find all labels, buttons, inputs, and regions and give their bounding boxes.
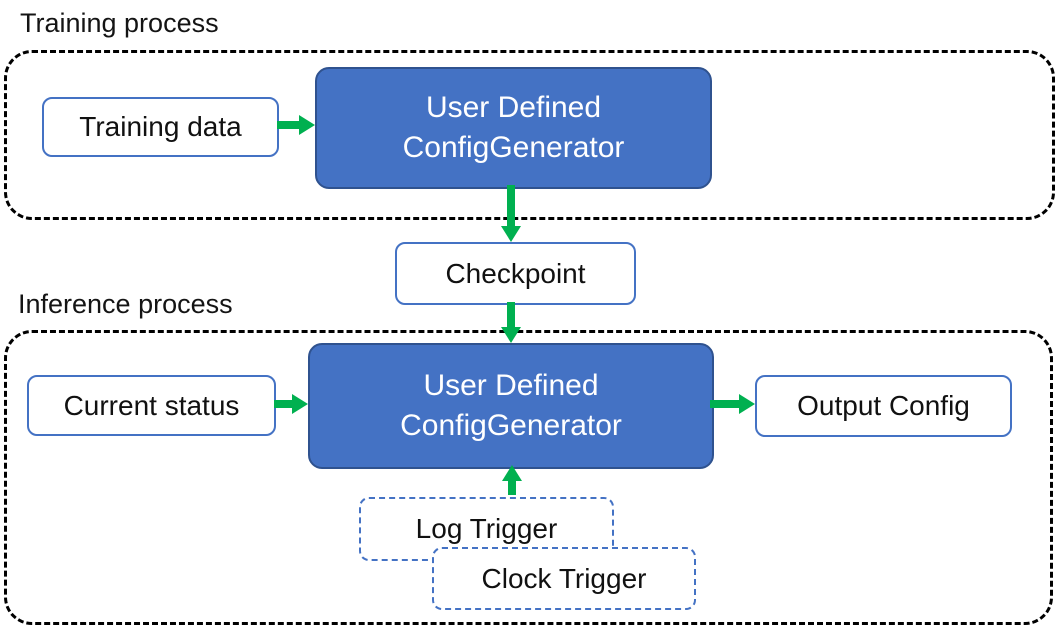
checkpoint-box: Checkpoint (395, 242, 636, 305)
arrow-current-status-to-generator-icon (274, 394, 308, 414)
log-trigger-label: Log Trigger (415, 513, 558, 544)
output-config-label: Output Config (797, 390, 970, 421)
checkpoint-label: Checkpoint (445, 257, 586, 289)
training-generator-line2: ConfigGenerator (402, 131, 625, 164)
output-config-box: Output Config (755, 375, 1012, 437)
arrow-checkpoint-to-inference-generator-icon (501, 302, 521, 343)
inference-generator-line1: User Defined (423, 369, 599, 402)
arrow-generator-to-output-config-icon (710, 394, 755, 414)
arrow-generator-to-checkpoint-icon (501, 185, 521, 242)
training-process-label: Training process (20, 8, 219, 38)
training-data-box: Training data (42, 97, 279, 157)
training-config-generator-box: User Defined ConfigGenerator (315, 67, 712, 189)
inference-process-container (4, 330, 1053, 625)
inference-config-generator-box: User Defined ConfigGenerator (308, 343, 714, 469)
clock-trigger-box: Clock Trigger (432, 547, 696, 610)
arrow-training-data-to-generator-icon (277, 115, 315, 135)
current-status-label: Current status (63, 389, 240, 421)
inference-generator-line2: ConfigGenerator (400, 409, 622, 442)
current-status-box: Current status (27, 375, 276, 436)
training-generator-line1: User Defined (425, 91, 602, 124)
inference-process-label: Inference process (18, 289, 233, 319)
clock-trigger-label: Clock Trigger (481, 562, 647, 594)
training-data-label: Training data (79, 111, 242, 142)
arrow-triggers-to-generator-icon (502, 465, 522, 495)
training-process-container (4, 50, 1055, 220)
